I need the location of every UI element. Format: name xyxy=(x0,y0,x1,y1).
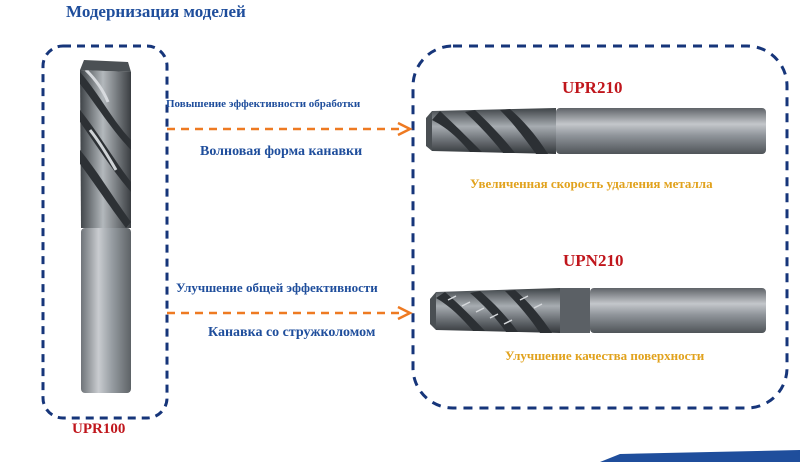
source-frame xyxy=(41,44,169,420)
upr210-tool-image xyxy=(426,108,766,154)
target2-benefit: Улучшение качества поверхности xyxy=(505,348,705,363)
upr100-tool-image xyxy=(80,60,131,393)
page-title: Модернизация моделей xyxy=(66,2,246,21)
path1-caption-bottom: Волновая форма канавки xyxy=(200,144,363,159)
decor-bar xyxy=(600,450,800,462)
target-frame xyxy=(411,44,789,410)
path2-caption-bottom: Канавка со стружколомом xyxy=(208,325,376,340)
source-model-label: UPR100 xyxy=(72,421,126,437)
path1-caption-top: Повышение эффективности обработки xyxy=(166,98,361,110)
upn210-tool-image xyxy=(430,288,766,333)
target2-model-label: UPN210 xyxy=(563,251,624,270)
target1-model-label: UPR210 xyxy=(562,78,623,97)
path2-caption-top: Улучшение общей эффективности xyxy=(176,280,378,295)
target1-benefit: Увеличенная скорость удаления металла xyxy=(470,176,713,191)
